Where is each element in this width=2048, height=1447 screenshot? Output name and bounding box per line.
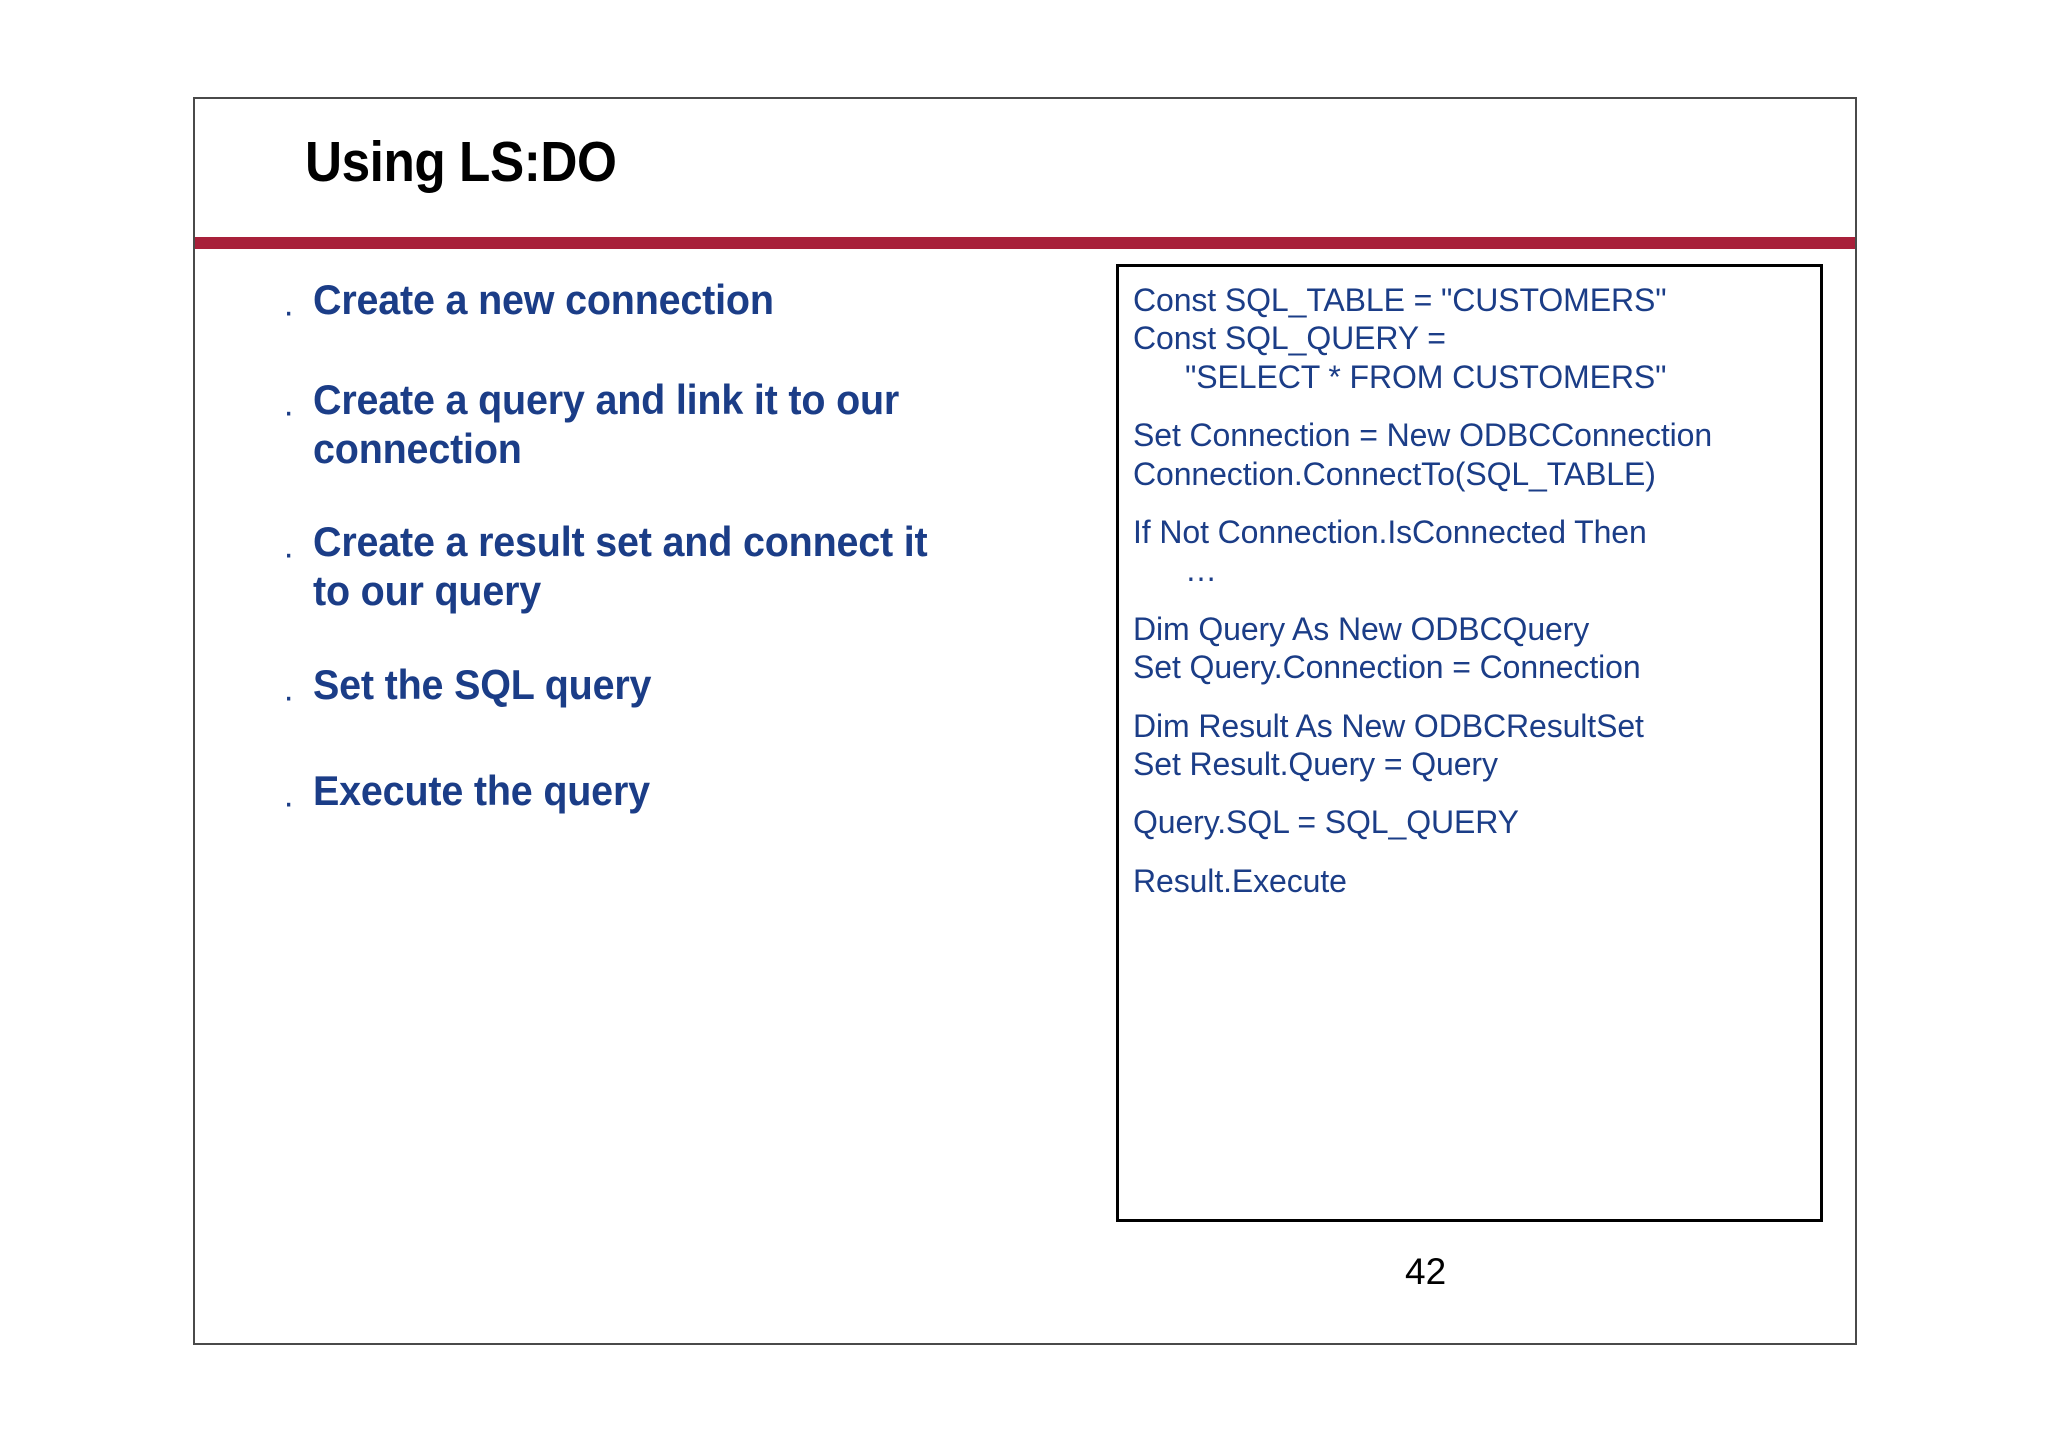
list-item: · Execute the query <box>283 766 983 820</box>
code-line: Const SQL_TABLE = "CUSTOMERS" <box>1133 282 1667 318</box>
code-line: Query.SQL = SQL_QUERY <box>1133 804 1519 841</box>
code-line: Set Connection = New ODBCConnection <box>1133 417 1713 454</box>
bullet-item-label: Create a result set and connect it to ou… <box>313 518 928 615</box>
bullet-dot-icon: · <box>283 677 295 716</box>
code-sample-content: Const SQL_TABLE = "CUSTOMERS" Const SQL_… <box>1119 267 1820 900</box>
code-line: Dim Result As New ODBCResultSet <box>1133 707 1644 744</box>
title-divider-bar <box>195 237 1855 249</box>
code-line: Connection.ConnectTo(SQL_TABLE) <box>1133 455 1656 492</box>
bullet-dot-icon: · <box>283 783 295 822</box>
code-line: Set Query.Connection = Connection <box>1133 649 1641 686</box>
code-line: Dim Query As New ODBCQuery <box>1133 610 1590 647</box>
bullet-dot-icon: · <box>283 535 295 574</box>
code-line: Result.Execute <box>1133 862 1347 899</box>
list-item: · Set the SQL query <box>283 660 983 714</box>
bullet-item-label: Create a query and link it to our connec… <box>313 376 900 473</box>
code-line-blank <box>1133 687 1820 707</box>
bullet-item-label: Execute the query <box>313 766 650 814</box>
list-item: · Create a new connection <box>283 275 983 329</box>
code-line-ellipsis: … <box>1185 552 1220 589</box>
list-item: · Create a query and link it to our conn… <box>283 375 983 473</box>
bullet-item-label: Create a new connection <box>313 276 774 323</box>
code-line-blank <box>1133 493 1820 513</box>
code-line: Const SQL_QUERY = <box>1133 320 1446 357</box>
slide-title: Using LS:DO <box>305 130 617 194</box>
bullet-dot-icon: · <box>283 293 295 331</box>
page-number: 42 <box>1405 1251 1447 1292</box>
code-line-blank <box>1133 396 1820 416</box>
code-line-blank <box>1133 783 1820 803</box>
code-line: "SELECT * FROM CUSTOMERS" <box>1185 358 1667 395</box>
list-item: · Create a result set and connect it to … <box>283 517 983 615</box>
slide-frame: Using LS:DO · Create a new connection · … <box>193 97 1857 1345</box>
bullet-list: · Create a new connection · Create a que… <box>283 275 983 820</box>
code-line: If Not Connection.IsConnected Then <box>1133 513 1647 550</box>
code-line-blank <box>1133 590 1820 610</box>
bullet-item-label: Set the SQL query <box>313 660 652 708</box>
code-sample-box: Const SQL_TABLE = "CUSTOMERS" Const SQL_… <box>1116 264 1823 1222</box>
bullet-dot-icon: · <box>283 393 295 431</box>
code-line: Set Result.Query = Query <box>1133 745 1498 782</box>
code-line-blank <box>1133 842 1820 862</box>
